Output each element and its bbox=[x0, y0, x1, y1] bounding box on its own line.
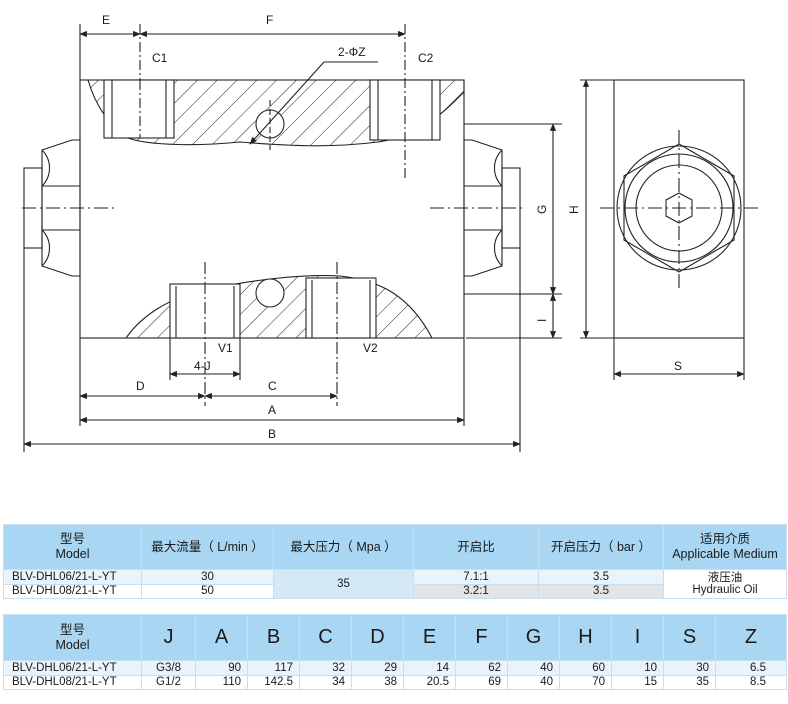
header-col-c: C bbox=[299, 614, 352, 661]
header-medium-cn: 适用介质 bbox=[699, 532, 750, 546]
label-c1: C1 bbox=[152, 51, 168, 65]
label-s: S bbox=[674, 359, 682, 373]
label-v1: V1 bbox=[218, 341, 233, 355]
value-cell-f: 69 bbox=[455, 674, 508, 690]
flow-cell: 50 bbox=[141, 583, 274, 599]
value-cell-h: 60 bbox=[559, 660, 612, 676]
value-cell-e: 14 bbox=[403, 660, 456, 676]
open-pressure-cell: 3.5 bbox=[538, 569, 664, 585]
left-hex-plug bbox=[23, 139, 81, 277]
label-h: H bbox=[567, 205, 581, 214]
value-cell-z: 8.5 bbox=[715, 674, 787, 690]
value-cell-i: 15 bbox=[611, 674, 664, 690]
value-cell-j: G3/8 bbox=[141, 660, 196, 676]
technical-drawing: E F C1 C2 2-ΦZ G H I S V1 V2 4-J D C A B bbox=[22, 13, 760, 452]
header-col-h: H bbox=[559, 614, 612, 661]
medium-cn: 液压油 bbox=[707, 572, 743, 584]
value-cell-g: 40 bbox=[507, 674, 560, 690]
label-a: A bbox=[268, 403, 276, 417]
model-cell: BLV-DHL06/21-L-YT bbox=[3, 660, 142, 676]
header-medium: 适用介质 Applicable Medium bbox=[663, 524, 787, 570]
value-cell-b: 117 bbox=[247, 660, 300, 676]
spec-table-performance: 型号 Model 最大流量（ L/min ） 最大压力（ Mpa ） 开启比 开… bbox=[3, 524, 787, 599]
header-model-en: Model bbox=[55, 547, 90, 561]
model-cell: BLV-DHL08/21-L-YT bbox=[3, 583, 142, 599]
port-v2-bore bbox=[305, 277, 377, 339]
table-row: BLV-DHL08/21-L-YT 50 3.2:1 3.5 bbox=[3, 583, 787, 599]
value-cell-i: 10 bbox=[611, 660, 664, 676]
header-medium-en: Applicable Medium bbox=[672, 547, 778, 561]
value-cell-a: 90 bbox=[195, 660, 248, 676]
label-d: D bbox=[136, 379, 145, 393]
header-col-z: Z bbox=[715, 614, 787, 661]
value-cell-b: 142.5 bbox=[247, 674, 300, 690]
value-cell-c: 32 bbox=[299, 660, 352, 676]
header-model-en: Model bbox=[55, 637, 90, 652]
value-cell-c: 34 bbox=[299, 674, 352, 690]
header-col-g: G bbox=[507, 614, 560, 661]
header-col-s: S bbox=[663, 614, 716, 661]
value-cell-e: 20.5 bbox=[403, 674, 456, 690]
header-col-b: B bbox=[247, 614, 300, 661]
hole-z-bottom bbox=[255, 278, 285, 308]
flow-cell: 30 bbox=[141, 569, 274, 585]
value-cell-d: 38 bbox=[351, 674, 404, 690]
value-cell-h: 70 bbox=[559, 674, 612, 690]
model-cell: BLV-DHL08/21-L-YT bbox=[3, 674, 142, 690]
value-cell-d: 29 bbox=[351, 660, 404, 676]
open-pressure-cell: 3.5 bbox=[538, 583, 664, 599]
value-cell-z: 6.5 bbox=[715, 660, 787, 676]
table1-header-row: 型号 Model 最大流量（ L/min ） 最大压力（ Mpa ） 开启比 开… bbox=[3, 524, 787, 570]
label-g: G bbox=[535, 205, 549, 214]
header-col-f: F bbox=[455, 614, 508, 661]
value-cell-s: 35 bbox=[663, 674, 716, 690]
header-col-d: D bbox=[351, 614, 404, 661]
header-model-cn: 型号 bbox=[59, 532, 85, 546]
pressure-cell: 35 bbox=[273, 569, 414, 599]
header-max-pressure: 最大压力（ Mpa ） bbox=[273, 524, 414, 570]
label-v2: V2 bbox=[363, 341, 378, 355]
label-i: I bbox=[535, 319, 549, 322]
header-model-cn: 型号 bbox=[59, 622, 85, 637]
value-cell-j: G1/2 bbox=[141, 674, 196, 690]
header-open-pressure: 开启压力（ bar ） bbox=[538, 524, 664, 570]
header-col-e: E bbox=[403, 614, 456, 661]
label-c: C bbox=[268, 379, 277, 393]
label-2-z: 2-ΦZ bbox=[338, 45, 366, 59]
header-model: 型号 Model bbox=[3, 614, 142, 661]
header-col-i: I bbox=[611, 614, 664, 661]
value-cell-g: 40 bbox=[507, 660, 560, 676]
value-cell-s: 30 bbox=[663, 660, 716, 676]
label-f: F bbox=[266, 13, 273, 27]
value-cell-f: 62 bbox=[455, 660, 508, 676]
label-b: B bbox=[268, 427, 276, 441]
label-e: E bbox=[102, 13, 110, 27]
medium-en: Hydraulic Oil bbox=[692, 584, 758, 596]
table-row: BLV-DHL06/21-L-YT 30 35 7.1:1 3.5 液压油 Hy… bbox=[3, 569, 787, 599]
header-col-j: J bbox=[141, 614, 196, 661]
label-c2: C2 bbox=[418, 51, 434, 65]
ratio-cell: 7.1:1 bbox=[413, 569, 539, 585]
header-max-flow: 最大流量（ L/min ） bbox=[141, 524, 274, 570]
model-cell: BLV-DHL06/21-L-YT bbox=[3, 569, 142, 585]
port-c1-bore bbox=[103, 79, 175, 139]
right-hex-plug bbox=[463, 139, 521, 277]
header-model: 型号 Model bbox=[3, 524, 142, 570]
medium-cell: 液压油 Hydraulic Oil bbox=[663, 569, 787, 599]
header-col-a: A bbox=[195, 614, 248, 661]
label-4-j: 4-J bbox=[194, 359, 211, 373]
ratio-cell: 3.2:1 bbox=[413, 583, 539, 599]
header-ratio: 开启比 bbox=[413, 524, 539, 570]
valve-body-side bbox=[613, 79, 745, 339]
value-cell-a: 110 bbox=[195, 674, 248, 690]
